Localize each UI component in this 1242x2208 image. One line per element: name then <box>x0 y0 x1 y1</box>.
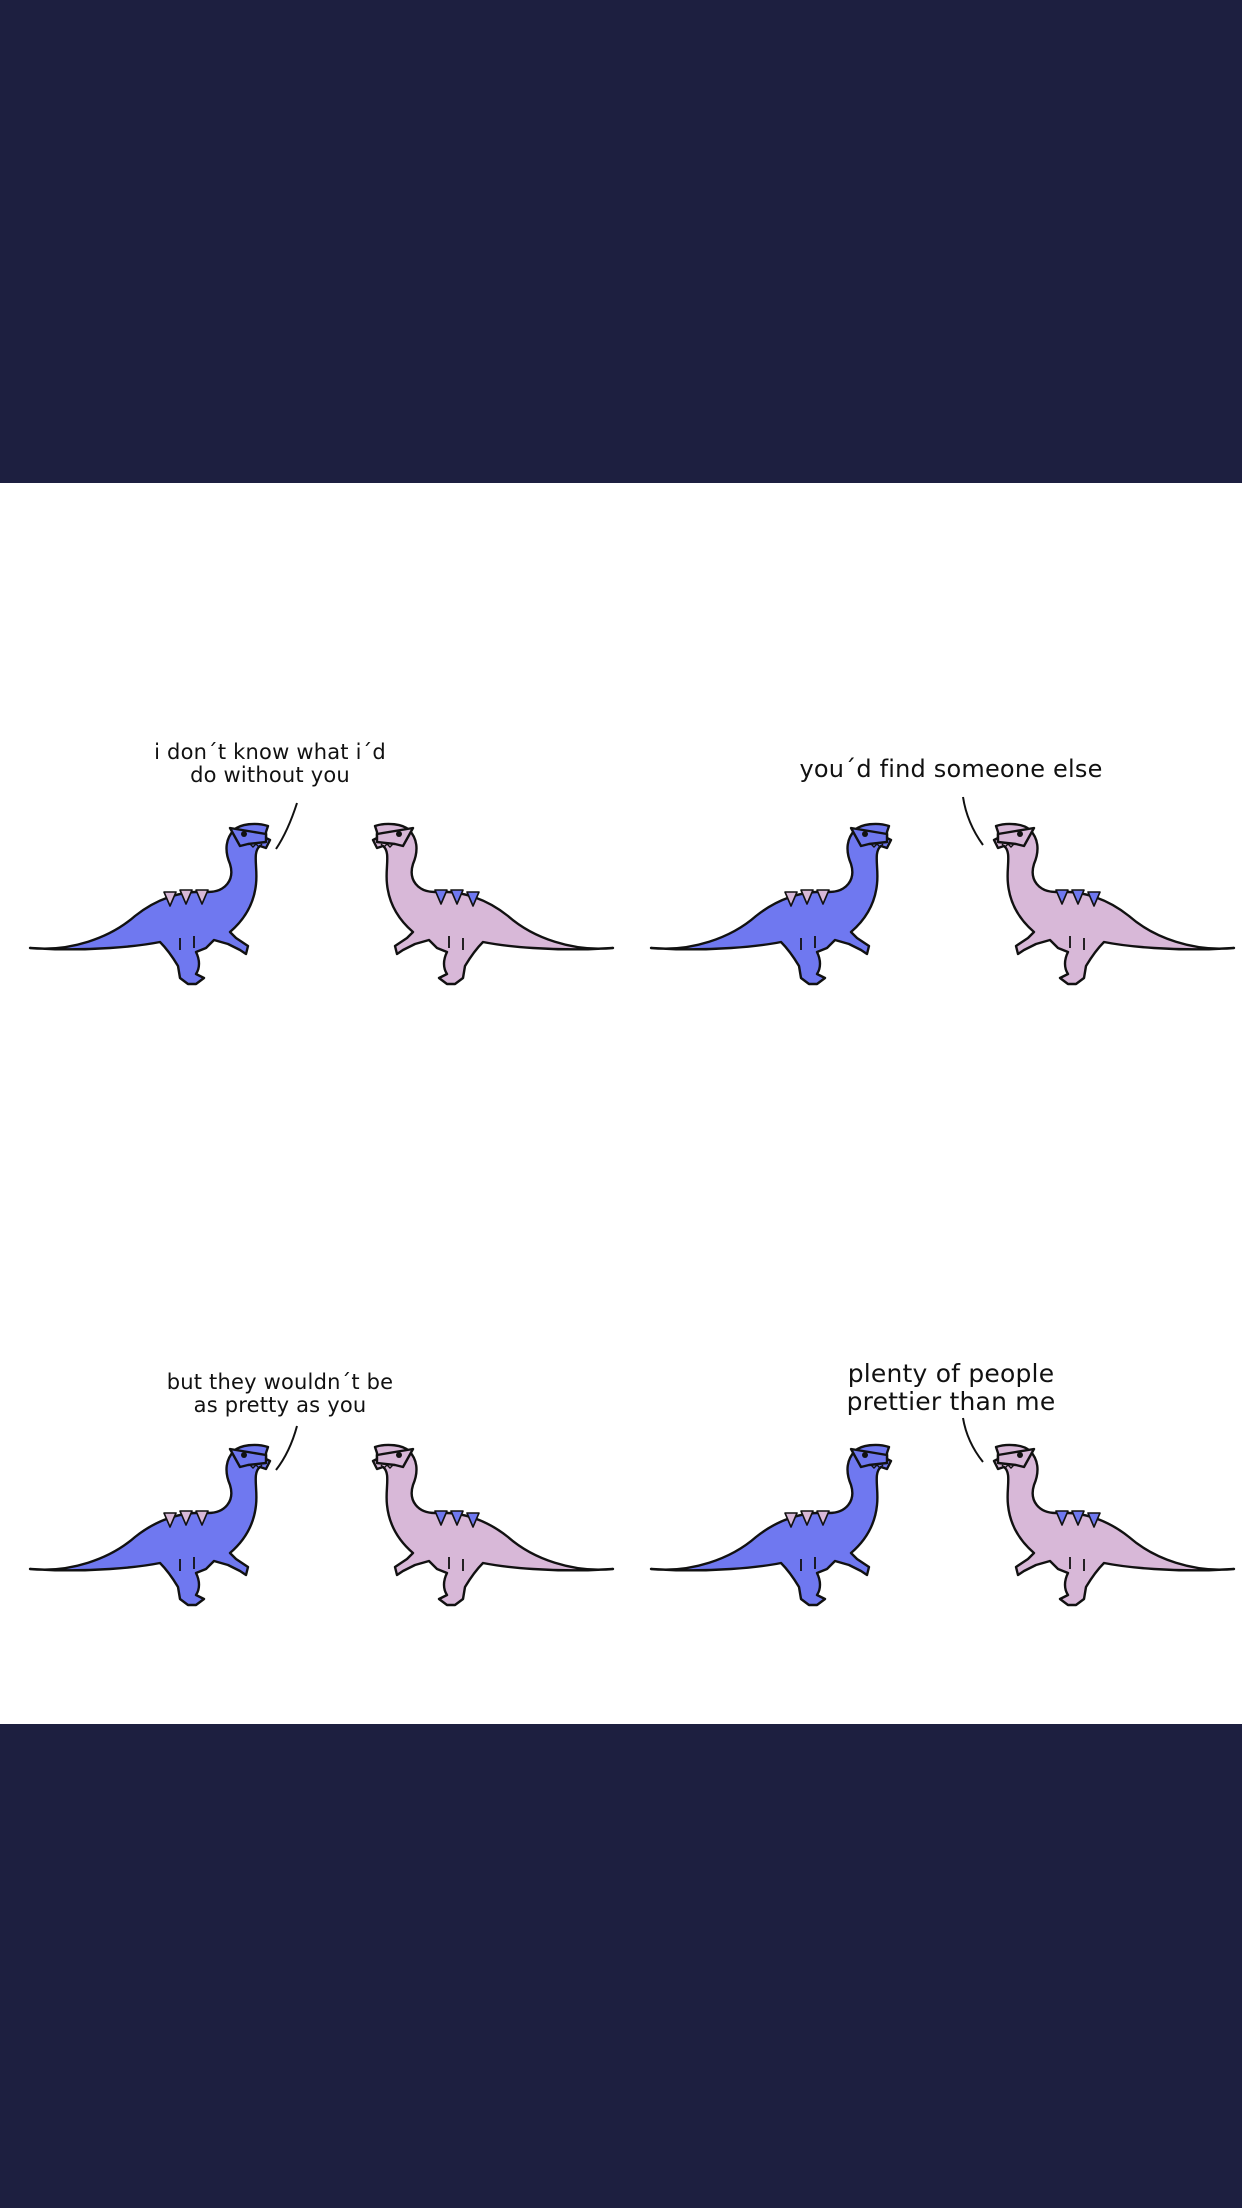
pink-dinosaur <box>373 824 613 984</box>
blue-dinosaur <box>651 824 891 984</box>
speech-line <box>275 1425 298 1471</box>
panel-1-scene <box>0 802 621 1103</box>
blue-dinosaur <box>30 1445 270 1605</box>
blue-dinosaur <box>651 1445 891 1605</box>
comic-panel-4: plenty of people prettier than me <box>621 1104 1242 1724</box>
top-background-band <box>0 0 1242 483</box>
speech-caption: but they wouldn´t be as pretty as you <box>166 1370 394 1417</box>
speech-caption: plenty of people prettier than me <box>846 1359 1056 1416</box>
speech-caption: you´d find someone else <box>799 755 1103 783</box>
comic-panel-1: i don´t know what i´d do without you <box>0 483 621 1103</box>
pink-dinosaur <box>373 1445 613 1605</box>
blue-dinosaur <box>30 824 270 984</box>
speech-caption: i don´t know what i´d do without you <box>154 740 386 787</box>
bottom-background-band <box>0 1724 1242 2208</box>
comic-panel-2: you´d find someone else <box>621 483 1242 1103</box>
comic-strip: i don´t know what i´d do without you you… <box>0 483 1242 1724</box>
speech-line <box>962 796 984 846</box>
panel-3-scene <box>0 1425 621 1724</box>
comic-panel-3: but they wouldn´t be as pretty as you <box>0 1104 621 1724</box>
panel-4-scene <box>621 1417 1242 1724</box>
pink-dinosaur <box>994 824 1234 984</box>
speech-line <box>962 1417 984 1463</box>
panel-2-scene <box>621 796 1242 1103</box>
speech-line <box>275 802 298 850</box>
pink-dinosaur <box>994 1445 1234 1605</box>
